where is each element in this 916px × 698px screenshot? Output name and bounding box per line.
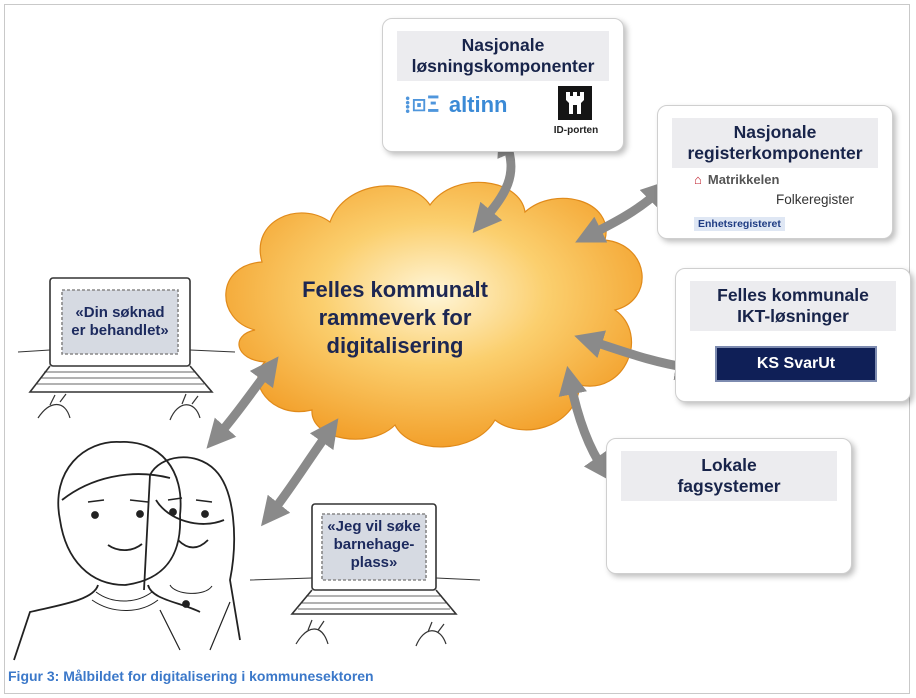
idporten-icon [558, 86, 592, 120]
figure-caption: Figur 3: Målbildet for digitalisering i … [8, 668, 374, 684]
people-illustration [13, 441, 241, 661]
connection-arrows [206, 126, 705, 527]
card-title-line2: IKT-løsninger [737, 306, 849, 326]
altinn-icon: ⁞⊡Ξ [404, 93, 441, 118]
message-line1: «Din søknad [75, 304, 165, 321]
card-title: Felles kommunale IKT-løsninger [690, 281, 896, 331]
card-title-line1: Nasjonale [733, 122, 817, 142]
card-title: Nasjonale løsningskomponenter [397, 31, 609, 81]
card-nasjonale-losningskomponenter: Nasjonale løsningskomponenter [382, 18, 624, 152]
enhetsregisteret-label: Enhetsregisteret [694, 217, 785, 231]
message-line3: plass» [350, 554, 398, 571]
card-title: Lokale fagsystemer [621, 451, 837, 501]
laptop-top-illustration [17, 277, 236, 421]
cloud-label-line1: Felles kommunalt [302, 277, 488, 302]
altinn-label: altinn [448, 92, 508, 117]
laptop-top-message: «Din søknad er behandlet» [62, 304, 178, 340]
message-line2: er behandlet» [71, 322, 169, 339]
laptop-bottom-illustration [249, 503, 481, 647]
card-nasjonale-registerkomponenter: Nasjonale registerkomponenter [657, 105, 893, 239]
card-title: Nasjonale registerkomponenter [672, 118, 878, 168]
card-title-line1: Nasjonale [461, 35, 545, 55]
house-icon: ⌂ [694, 172, 702, 187]
folkeregister-label: Folkeregister [776, 192, 855, 207]
matrikkelen-label: Matrikkelen [707, 172, 780, 187]
card-title-line2: fagsystemer [677, 476, 781, 496]
message-line1: «Jeg vil søke [327, 518, 421, 535]
card-title-line2: løsningskomponenter [411, 56, 595, 76]
cloud-label-line3: digitalisering [326, 333, 464, 358]
message-line2: barnehage- [333, 536, 415, 553]
card-title-line2: registerkomponenter [687, 143, 863, 163]
idporten-label: ID-porten [553, 125, 599, 136]
ks-svarut-logo: KS SvarUt [715, 346, 877, 382]
card-title-line1: Felles kommunale [717, 285, 869, 305]
altinn-logo: ⁞⊡Ξ altinn [404, 92, 508, 118]
card-title-line1: Lokale [701, 455, 757, 475]
cloud-label: Felles kommunalt rammeverk for digitalis… [290, 276, 500, 360]
card-lokale-fagsystemer: Lokale fagsystemer [606, 438, 852, 574]
cloud-label-line2: rammeverk for [318, 305, 472, 330]
laptop-bottom-message: «Jeg vil søke barnehage- plass» [322, 518, 426, 572]
matrikkelen-logo: ⌂ Matrikkelen [694, 172, 779, 187]
